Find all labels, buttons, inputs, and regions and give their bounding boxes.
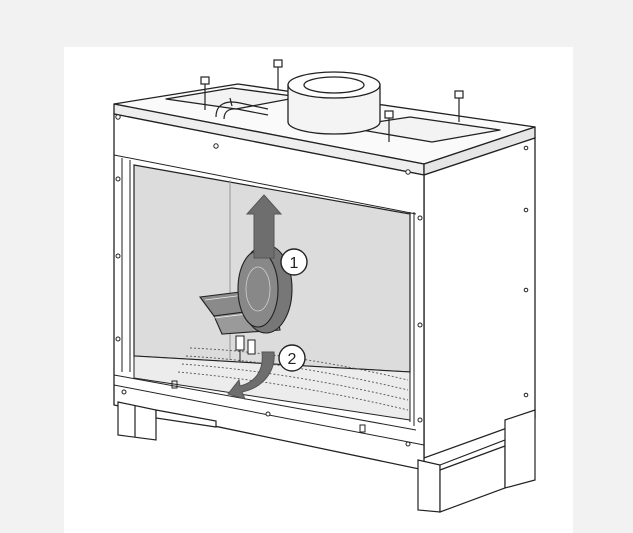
arrow-curved [227, 351, 275, 400]
burner-fittings [235, 335, 256, 362]
arrow-up [245, 194, 283, 259]
callout-1-label: 1 [290, 255, 299, 272]
frame-detail-lines [113, 114, 425, 446]
callout-2-label: 2 [288, 351, 297, 368]
base-legs [117, 401, 536, 513]
callout-2: 2 [278, 344, 306, 372]
flue-collar [287, 71, 381, 135]
callout-1: 1 [280, 248, 308, 276]
right-side-panel [423, 137, 536, 459]
top-pipe [215, 97, 269, 120]
frame-clips [171, 380, 366, 433]
mounting-bolts [200, 59, 464, 142]
baffle-part [199, 244, 293, 335]
frame-screws [115, 114, 529, 447]
firebox-floor [133, 355, 411, 421]
